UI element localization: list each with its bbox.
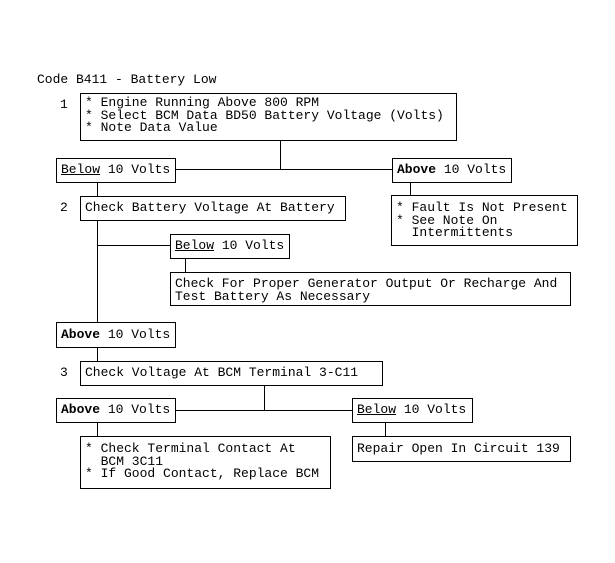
above-label: Above [61,402,101,417]
step-3-number: 3 [60,365,68,380]
below-label: Below [357,402,397,417]
connector [97,183,98,196]
result-line: * See Note On [396,212,498,228]
result-line: * Fault Is Not Present [396,200,568,215]
connector [176,169,392,170]
step-1-line: * Note Data Value [85,120,218,135]
connector [410,183,411,195]
step-2-number: 2 [60,200,68,215]
terminal-contact-box: * Check Terminal Contact At BCM 3C11 * I… [80,436,331,489]
volts-label: 10 Volts [100,402,171,417]
below-10-volts-box: Below 10 Volts [56,158,176,183]
above-label: Above [61,327,101,342]
above-10-volts-box: Above 10 Volts [56,322,176,348]
below-label: Below [175,238,215,253]
below-label: Below [61,162,101,177]
generator-check-box: Check For Proper Generator Output Or Rec… [170,272,571,306]
connector [385,423,386,436]
result-line: Check For Proper Generator Output Or Rec… [175,276,558,291]
volts-label: 10 Volts [100,162,171,177]
connector [264,386,265,410]
result-line: * Check Terminal Contact At [85,441,296,456]
volts-label: 10 Volts [396,402,467,417]
fault-not-present-box: * Fault Is Not Present * See Note On Int… [391,195,578,246]
connector [97,221,98,322]
result-line: Test Battery As Necessary [175,288,371,304]
result-line: Intermittents [396,225,514,240]
connector [185,259,186,272]
above-10-volts-box: Above 10 Volts [392,158,512,183]
below-10-volts-box: Below 10 Volts [352,398,473,423]
connector [280,141,281,169]
connector [97,348,98,361]
step-1-number: 1 [60,97,68,112]
below-10-volts-box: Below 10 Volts [170,234,290,259]
step-2-box: Check Battery Voltage At Battery [80,196,346,221]
volts-label: 10 Volts [100,327,171,342]
connector [97,423,98,436]
above-label: Above [397,162,437,177]
repair-open-box: Repair Open In Circuit 139 [352,436,571,462]
connector [176,410,352,411]
volts-label: 10 Volts [436,162,507,177]
step-1-box: * Engine Running Above 800 RPM * Select … [80,93,457,141]
diagram-title: Code B411 - Battery Low [37,72,217,87]
step-1-line: * Select BCM Data BD50 Battery Voltage (… [85,107,444,123]
volts-label: 10 Volts [214,238,285,253]
connector [97,245,170,246]
above-10-volts-box: Above 10 Volts [56,398,176,423]
step-3-box: Check Voltage At BCM Terminal 3-C11 [80,361,383,386]
result-line: BCM 3C11 [85,453,164,469]
result-line: * If Good Contact, Replace BCM [85,466,320,481]
step-1-line: * Engine Running Above 800 RPM [85,95,320,110]
